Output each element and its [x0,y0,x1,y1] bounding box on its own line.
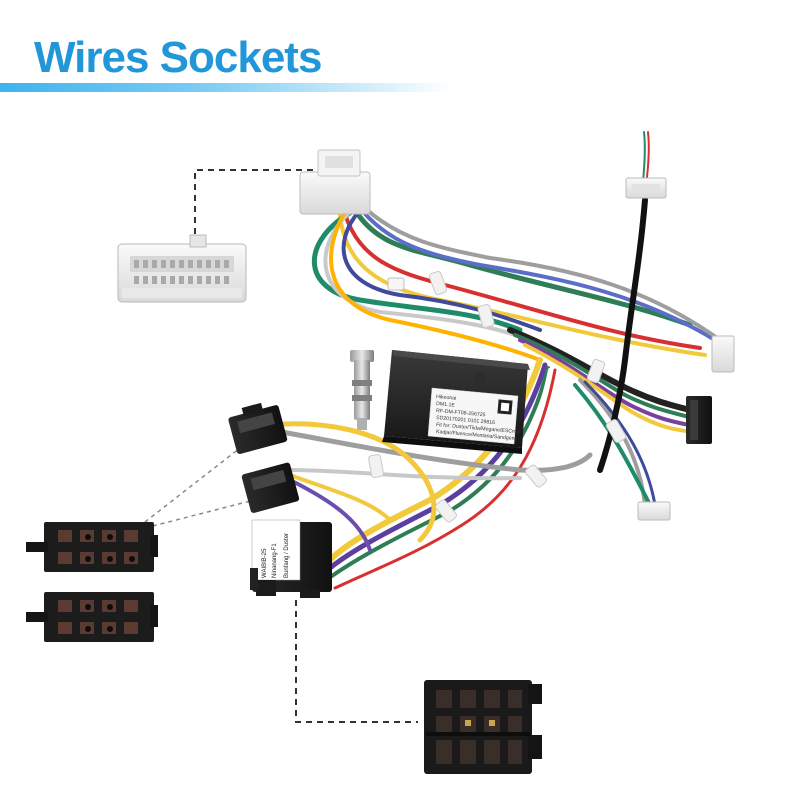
connector-label-line2: Ninanang-F1 [272,543,278,578]
white-vehicle-socket [117,234,247,303]
small-white-plug-right [711,335,735,373]
page-title: Wires Sockets [34,33,322,82]
box-serial: SD20170201 0101 29816 [436,415,496,426]
canbus-decoder-box [382,350,530,454]
right-black-connector [686,396,712,444]
top-white-harness-connector [299,149,371,215]
wire-clips [368,270,627,523]
title-underline-bar [0,83,450,92]
small-white-plug-lower [637,501,671,521]
iso-black-connector [250,519,332,598]
iso-socket-left-bottom [26,592,158,642]
iso-socket-left-top [26,522,158,572]
small-black-plug-upper [228,402,288,454]
connector-label-line1: WAIBIB-25 [262,548,268,578]
small-black-plug-lower [241,462,300,513]
antenna-adapter [350,350,374,430]
box-model: DM1.1E [436,401,456,409]
box-brand: Hikeonai [436,394,457,402]
small-white-plug-mid [387,277,405,291]
small-white-plug-top-right [625,177,667,199]
leader-cone [144,447,263,529]
connector-label-line3: Bunfang / Duster [284,533,290,578]
iso-socket-bottom-right [424,680,542,774]
box-code: RF-DM-FT08-256725 [436,408,486,418]
dashed-leader-lines [194,169,418,723]
